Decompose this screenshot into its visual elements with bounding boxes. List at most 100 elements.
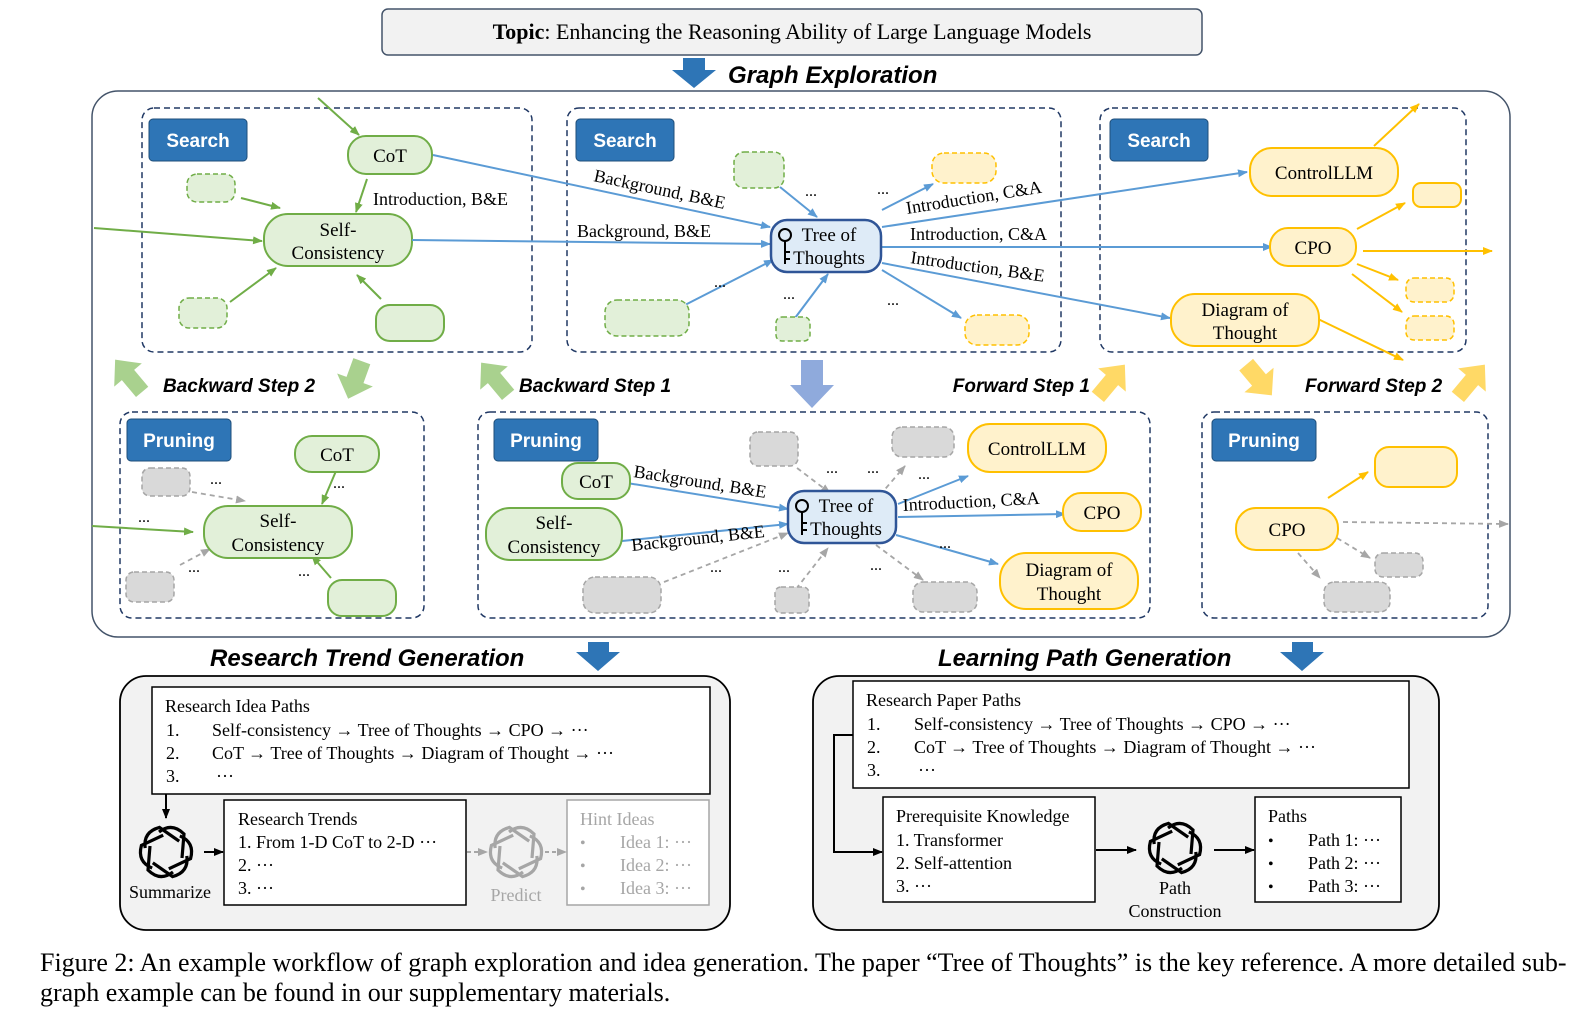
node-self-consistency-label-1: Self- — [536, 513, 573, 534]
edge-label: Introduction, B&E — [373, 189, 508, 209]
pruning-tag-label: Pruning — [1228, 431, 1300, 452]
research-trend-generation-title: Research Trend Generation — [210, 645, 524, 672]
node-diagram-of-thought — [999, 552, 1139, 610]
edge — [881, 269, 962, 319]
forward-step-2-label: Forward Step 2 — [1305, 376, 1443, 397]
research-paper-paths-title: Research Paper Paths — [866, 690, 1021, 710]
placeholder-node — [141, 467, 191, 497]
paths-box — [1254, 796, 1402, 903]
placeholder-node — [186, 173, 236, 203]
ellipsis: ... — [210, 471, 222, 488]
edge — [93, 227, 263, 245]
edge-label: Background, B&E — [592, 165, 727, 212]
edge — [311, 555, 332, 579]
research-idea-paths-title: Research Idea Paths — [165, 696, 310, 716]
prerequisite-item: 3. ··· — [896, 876, 932, 896]
pruning-box-forward — [1201, 411, 1489, 619]
placeholder-node — [891, 426, 955, 458]
backward-step-2-arrows: Backward Step 2 — [114, 358, 373, 399]
path-item: Path 2: ··· — [1308, 853, 1381, 873]
edge — [1317, 318, 1404, 361]
graph-exploration-panel — [91, 90, 1511, 638]
placeholder-node — [582, 576, 662, 614]
node-tree-of-thoughts: Tree of Thoughts — [769, 218, 883, 274]
edge — [873, 465, 906, 503]
summarize-label: Summarize — [129, 882, 211, 902]
ellipsis: ... — [710, 559, 722, 576]
pruning-tag-label: Pruning — [143, 431, 215, 452]
node-controlllm-label: ControlLLM — [1275, 163, 1373, 184]
paper-path-num: 2. — [867, 737, 881, 757]
path-bullet: • — [1268, 833, 1274, 850]
node-tree-of-thoughts-label-1: Tree of — [802, 225, 857, 246]
edge — [621, 520, 789, 542]
prerequisite-item: 1. Transformer — [896, 830, 1003, 850]
openai-logo-icon — [138, 825, 194, 879]
edge — [1342, 519, 1509, 528]
edge — [794, 273, 829, 319]
placeholder-node — [1374, 552, 1424, 578]
learning-path-generation-title: Learning Path Generation — [938, 645, 1231, 672]
placeholder-node — [912, 581, 978, 613]
node-diagram-of-thought-label-2: Thought — [1037, 584, 1102, 605]
placeholder-node — [964, 314, 1030, 346]
edge — [881, 262, 1171, 321]
placeholder-node — [774, 586, 810, 614]
placeholder-node — [1323, 581, 1391, 613]
placeholder-node — [749, 431, 799, 467]
research-trend-item: 3. ··· — [238, 878, 274, 898]
ellipsis: ... — [826, 460, 838, 477]
search-tag-label: Search — [1127, 131, 1190, 152]
pruning-box-backward — [119, 411, 425, 619]
backward-step-2-label: Backward Step 2 — [163, 376, 315, 397]
node-cpo — [1235, 507, 1339, 551]
node-controlllm — [1249, 147, 1399, 197]
idea-path-num: 2. — [166, 743, 180, 763]
ellipsis: ... — [333, 475, 345, 492]
node-cot — [347, 135, 433, 175]
down-arrow-icon — [1280, 642, 1324, 671]
node-cpo — [1062, 492, 1142, 532]
path-item: Path 1: ··· — [1308, 830, 1381, 850]
prerequisite-knowledge-title: Prerequisite Knowledge — [896, 806, 1069, 826]
research-idea-paths-box — [151, 686, 711, 795]
hint-bullet: • — [580, 858, 586, 875]
node-self-consistency-label-2: Consistency — [508, 537, 601, 558]
placeholder-node — [327, 579, 397, 617]
node-tree-of-thoughts-label-2: Thoughts — [810, 519, 882, 540]
edge — [1356, 202, 1406, 230]
search-box-forward — [1099, 107, 1467, 353]
paper-path-num: 3. — [867, 760, 881, 780]
node-controlllm — [967, 423, 1107, 473]
placeholder-node — [178, 297, 228, 329]
ellipsis: ... — [939, 535, 951, 552]
backward-step-1-label: Backward Step 1 — [519, 376, 671, 397]
edge — [1336, 537, 1371, 559]
paper-path-text: ··· — [918, 760, 936, 780]
down-arrow-icon — [576, 642, 620, 671]
prerequisite-knowledge-box — [882, 796, 1096, 903]
topic-text: Topic: Enhancing the Reasoning Ability o… — [493, 19, 1092, 44]
hint-bullet: • — [580, 835, 586, 852]
node-tree-of-thoughts-label-2: Thoughts — [793, 248, 865, 269]
figure-caption: Figure 2: An example workflow of graph e… — [40, 948, 1567, 1007]
hint-ideas-title: Hint Ideas — [580, 809, 654, 829]
placeholder-node — [931, 152, 997, 184]
placeholder-node — [1412, 182, 1462, 208]
node-cot-label: CoT — [373, 146, 407, 167]
edge — [796, 467, 831, 494]
node-self-consistency-label-2: Consistency — [232, 535, 325, 556]
pruning-tag-label: Pruning — [510, 431, 582, 452]
edge-label: Introduction, B&E — [909, 247, 1045, 286]
node-cot-label: CoT — [320, 445, 354, 466]
idea-path-text: CoT → Tree of Thoughts → Diagram of Thou… — [212, 743, 614, 763]
edge — [626, 482, 789, 512]
hint-idea-item: Idea 2: ··· — [620, 855, 692, 875]
edge — [897, 475, 969, 505]
node-self-consistency-label-1: Self- — [260, 511, 297, 532]
placeholder-node — [775, 316, 811, 342]
edge — [240, 197, 281, 210]
edge — [321, 470, 337, 505]
graph-exploration-title: Graph Exploration — [728, 62, 937, 89]
hint-ideas-box — [566, 799, 710, 906]
